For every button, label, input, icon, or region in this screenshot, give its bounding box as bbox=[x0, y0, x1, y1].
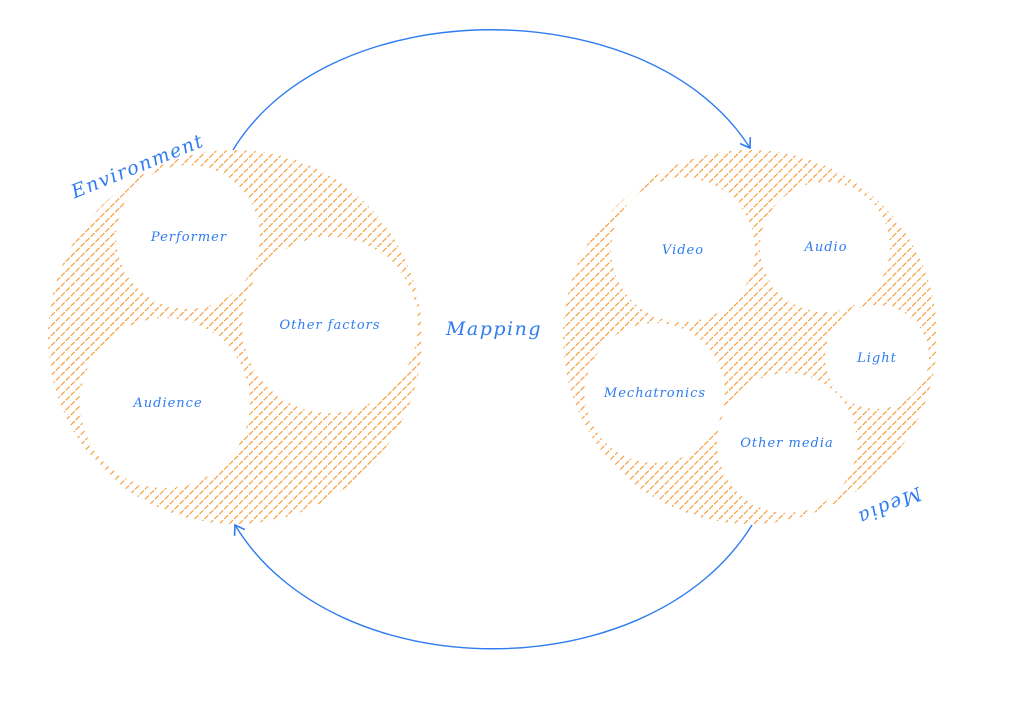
media-cluster: Video Audio Light Mechatronics Other med… bbox=[563, 150, 937, 529]
arrow-media-to-environment bbox=[233, 523, 753, 650]
performer-circle bbox=[116, 165, 260, 309]
audio-circle bbox=[760, 182, 890, 312]
mechatronics-circle bbox=[585, 323, 725, 463]
audio-label: Audio bbox=[803, 240, 847, 255]
arrow-environment-to-media bbox=[232, 29, 752, 151]
performer-label: Performer bbox=[150, 230, 227, 245]
mechatronics-label: Mechatronics bbox=[603, 386, 706, 401]
video-circle bbox=[611, 178, 755, 322]
audience-circle bbox=[80, 318, 250, 488]
light-circle bbox=[825, 305, 929, 409]
other-factors-circle bbox=[242, 237, 418, 413]
other-media-label: Other media bbox=[740, 436, 834, 451]
audience-label: Audience bbox=[132, 396, 202, 411]
environment-cluster: Performer Other factors Audience Environ… bbox=[48, 130, 422, 524]
mapping-label: Mapping bbox=[445, 318, 542, 340]
other-factors-label: Other factors bbox=[279, 318, 380, 333]
video-label: Video bbox=[662, 243, 704, 258]
other-media-circle bbox=[717, 373, 857, 513]
media-title: Media bbox=[854, 482, 926, 529]
light-label: Light bbox=[856, 351, 897, 366]
